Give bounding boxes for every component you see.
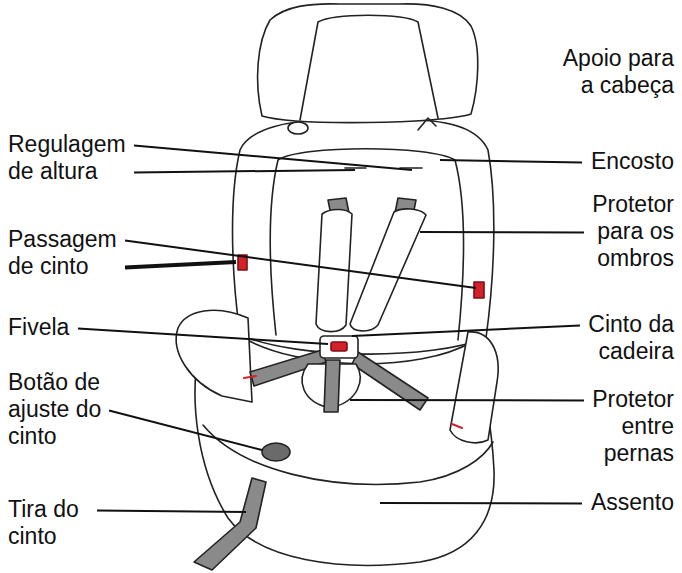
part-label: Cinto da cadeira <box>586 311 674 365</box>
headrest-panel <box>300 15 438 120</box>
leader-line <box>125 262 236 268</box>
seat-front-edge <box>203 425 493 484</box>
headrest <box>258 4 478 123</box>
leader-line <box>380 502 582 505</box>
buckle <box>320 336 358 358</box>
leader-line <box>109 411 262 451</box>
headrest-clip <box>418 118 436 130</box>
part-label: Apoio para a cabeça <box>560 45 674 99</box>
part-label: Protetor entre pernas <box>590 386 674 467</box>
leader-line <box>350 399 584 402</box>
shoulder-pad <box>350 209 426 331</box>
leader-line <box>78 329 328 345</box>
part-label: Protetor para os ombros <box>590 191 674 272</box>
leader-line <box>134 146 412 171</box>
backrest-panel <box>270 149 463 340</box>
belt-guide <box>474 282 484 298</box>
backrest <box>233 120 494 354</box>
leader-line <box>125 241 476 289</box>
lap-belt <box>352 352 428 410</box>
leader-line <box>440 160 582 163</box>
part-label: Regulagem de altura <box>8 131 128 185</box>
headrest-clip <box>288 122 308 134</box>
part-label: Botão de ajuste do cinto <box>8 369 103 450</box>
part-label: Assento <box>588 489 674 516</box>
leader-line <box>420 231 584 234</box>
left-armrest <box>176 310 252 402</box>
leader-line <box>97 511 246 513</box>
part-label: Passagem de cinto <box>8 226 119 280</box>
belt-guide-mark <box>244 376 462 428</box>
part-label: Fivela <box>8 314 72 341</box>
leader-line <box>134 170 355 173</box>
adjust-button <box>262 443 290 461</box>
part-label: Encosto <box>588 148 674 175</box>
crotch-strap <box>324 360 340 412</box>
leader-lines <box>78 146 584 513</box>
pull-strap <box>194 478 266 570</box>
part-label: Tira do cinto <box>8 496 91 550</box>
buckle-button <box>331 342 347 351</box>
leader-line <box>352 326 580 337</box>
